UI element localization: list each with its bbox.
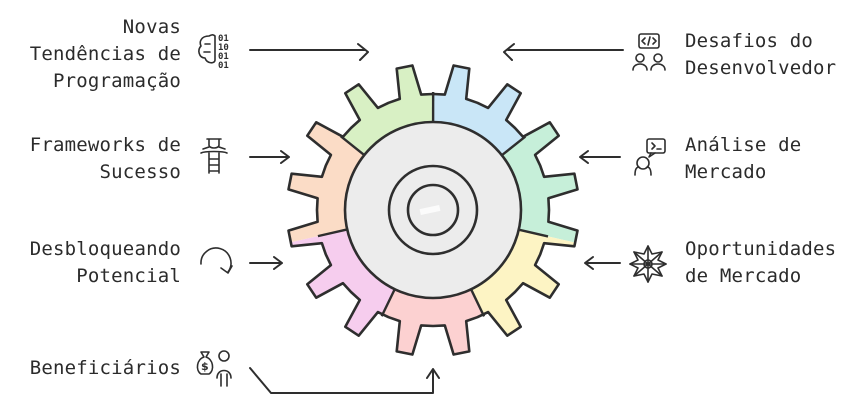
gear-divider [470, 288, 486, 317]
money-bag-person-icon: $ [196, 350, 232, 387]
network-star-icon [629, 245, 667, 283]
svg-text:10: 10 [218, 43, 229, 53]
label-frameworks: Frameworks de Sucesso [29, 134, 181, 183]
gear-ring-outer [387, 164, 479, 256]
binary-brain-icon: 01 10 01 01 [198, 34, 229, 71]
label-beneficiarios: Beneficiários [29, 357, 181, 379]
gear-dividers [317, 91, 549, 317]
arrow-desafios [503, 43, 624, 61]
label-analise: Análise de Mercado [685, 134, 802, 183]
gear-outline [287, 64, 579, 356]
svg-text:$: $ [201, 360, 209, 373]
arrow-novas [249, 43, 369, 61]
label-desafios: Desafios do Desenvolvedor [685, 30, 837, 79]
label-desbloqueando: Desbloqueando Potencial [29, 238, 181, 287]
arrow-desbloqueando [249, 256, 283, 270]
arrow-analise [579, 150, 621, 164]
arrow-frameworks [249, 150, 290, 164]
code-team-icon [632, 33, 666, 71]
gear-divider [317, 228, 348, 238]
svg-text:01: 01 [218, 61, 229, 71]
label-oportunidades: Oportunidades de Mercado [685, 238, 837, 287]
svg-text:01: 01 [218, 52, 229, 62]
gear-divider [518, 228, 549, 238]
label-novas-tendencias: Novas Tendências de Programação [29, 16, 181, 92]
gear-divider [340, 135, 366, 156]
rotate-arrow-icon [200, 247, 233, 274]
ladder-trophy-icon [200, 138, 228, 174]
person-chat-icon [634, 138, 666, 176]
gear-divider [380, 288, 396, 317]
arrow-oportunidades [584, 256, 621, 270]
gear-ring-inner [406, 183, 460, 237]
arrow-beneficiarios [249, 367, 440, 394]
svg-text:01: 01 [218, 34, 229, 44]
gear-divider [501, 135, 527, 157]
